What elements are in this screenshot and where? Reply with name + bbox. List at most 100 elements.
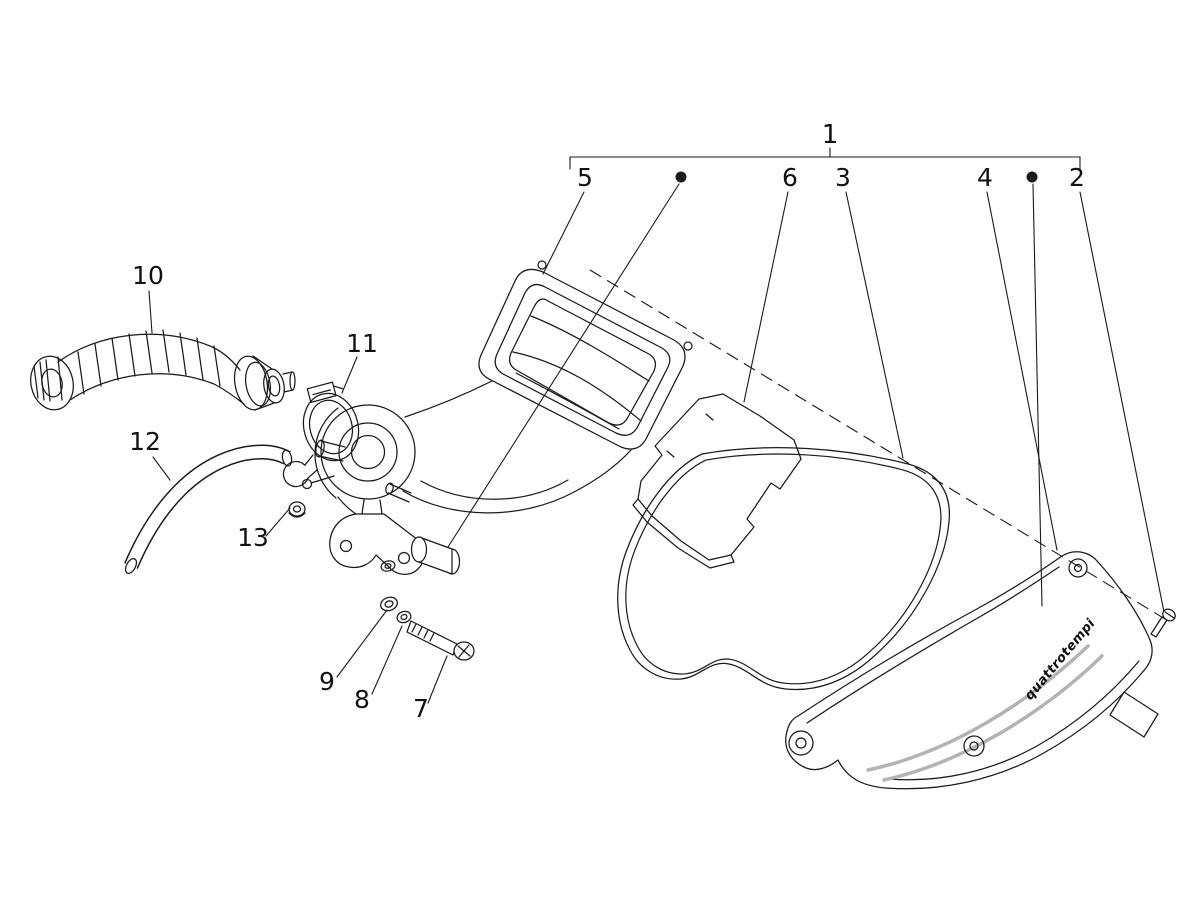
filter-outline bbox=[637, 393, 802, 561]
cover-molded-rib bbox=[866, 644, 1090, 772]
cover-boss bbox=[788, 730, 814, 756]
assembly-bullet-left bbox=[675, 171, 687, 183]
housing-ring-opening bbox=[508, 298, 657, 426]
callout-7-leader bbox=[427, 655, 448, 704]
bolt-thread bbox=[423, 629, 429, 639]
part-13-clip: 13 bbox=[237, 454, 318, 552]
hose-rib bbox=[145, 330, 153, 374]
spring-clip-tail bbox=[304, 454, 314, 466]
callout-6-label[interactable]: 6 bbox=[782, 163, 798, 192]
bolt-thread bbox=[429, 632, 435, 642]
callout-12-label[interactable]: 12 bbox=[129, 427, 161, 456]
callout-4-label[interactable]: 4 bbox=[977, 163, 993, 192]
bracket-link-line bbox=[361, 499, 365, 515]
hose-outlet-opening bbox=[267, 375, 281, 397]
callout-9-label[interactable]: 9 bbox=[319, 667, 335, 696]
inlet-snout-mid bbox=[338, 422, 398, 482]
housing-ring-outer bbox=[478, 268, 686, 450]
clamp-band-group bbox=[302, 381, 360, 462]
gasket-inner-edge bbox=[625, 453, 942, 685]
callout-11-label[interactable]: 11 bbox=[346, 329, 378, 358]
part-8-spring-washer: 8 bbox=[354, 610, 412, 714]
hose-bottom-edge bbox=[69, 373, 245, 405]
part-12-breather-hose: 12 bbox=[124, 427, 293, 574]
housing-interior-curve bbox=[512, 351, 642, 422]
callout-10-leader bbox=[148, 290, 153, 334]
callout-3-label[interactable]: 3 bbox=[835, 163, 851, 192]
callout-row: 5 6 3 4 2 bbox=[447, 163, 1165, 613]
spring-clip-tail bbox=[307, 469, 318, 479]
callout-11-leader bbox=[341, 356, 358, 394]
stud-line bbox=[387, 492, 410, 503]
housing-tab-hole bbox=[683, 341, 693, 351]
hose-collar-bottom-line bbox=[254, 402, 275, 411]
screw-shaft bbox=[1150, 616, 1168, 638]
spring-washer-outer bbox=[396, 610, 412, 624]
bolt-shaft bbox=[406, 620, 458, 656]
breather-hose-end-opening bbox=[281, 449, 293, 467]
callout-5-leader bbox=[542, 191, 585, 275]
bracket-link-line bbox=[379, 499, 383, 515]
housing-interior-curve bbox=[530, 315, 650, 382]
callout-10-label[interactable]: 10 bbox=[132, 261, 164, 290]
callout-group-1: 1 bbox=[569, 120, 1081, 170]
cover-molded-rib bbox=[882, 654, 1104, 782]
part-5-airbox-housing bbox=[301, 260, 693, 575]
bolt-thread bbox=[411, 623, 417, 633]
callout-4-leader bbox=[986, 191, 1058, 551]
hose-mesh-line bbox=[45, 359, 51, 402]
bullet-left-leader bbox=[447, 183, 680, 548]
inlet-snout-shoulder bbox=[314, 407, 339, 499]
callout-13-label[interactable]: 13 bbox=[237, 523, 269, 552]
clamp-band-inner bbox=[308, 399, 354, 455]
stud-end bbox=[385, 482, 394, 495]
hose-outlet-rim bbox=[263, 368, 285, 404]
filter-detail-tick bbox=[666, 450, 675, 458]
cover-boss-hole bbox=[1073, 563, 1083, 573]
callout-8-label[interactable]: 8 bbox=[354, 685, 370, 714]
callout-1-label[interactable]: 1 bbox=[822, 120, 839, 150]
callout-13-leader bbox=[265, 507, 291, 537]
filter-detail-tick bbox=[705, 413, 714, 421]
clamp-screw-housing bbox=[306, 381, 337, 403]
screw-head-slot bbox=[1164, 611, 1175, 619]
callout-2-leader bbox=[1079, 191, 1165, 613]
cover-top-inner-line bbox=[806, 566, 1060, 724]
housing-tab-hole bbox=[537, 260, 547, 270]
callout-5-label[interactable]: 5 bbox=[577, 163, 593, 192]
washer-outer bbox=[380, 596, 398, 612]
callout-2-label[interactable]: 2 bbox=[1069, 163, 1085, 192]
hose-rib bbox=[162, 329, 170, 373]
small-washer-hole bbox=[384, 563, 392, 569]
hose-left-flange bbox=[30, 355, 74, 411]
hose-nub-line bbox=[282, 371, 293, 375]
cover-outlet-tab bbox=[1109, 691, 1159, 738]
filter-thickness-edge bbox=[632, 498, 735, 569]
hose-rib bbox=[111, 337, 119, 381]
gasket-outer-edge bbox=[617, 447, 951, 691]
housing-interior-curve bbox=[515, 372, 620, 430]
bolt-thread bbox=[417, 626, 423, 636]
breather-hose-body bbox=[125, 445, 290, 569]
housing-ring-flange bbox=[494, 283, 671, 436]
spacer-near-end bbox=[410, 536, 428, 563]
cover-outline bbox=[785, 551, 1153, 790]
hose-collar bbox=[244, 361, 272, 407]
mounting-bracket bbox=[329, 513, 425, 575]
grommet-hole bbox=[292, 505, 302, 513]
breather-stub-end bbox=[315, 439, 325, 458]
part-2-cover-screw bbox=[1150, 608, 1176, 638]
housing-bottom-inner bbox=[420, 479, 569, 500]
bolt-head-cross bbox=[458, 644, 470, 658]
cover-boss bbox=[963, 735, 985, 757]
hose-nub-line bbox=[283, 389, 294, 393]
callout-12-leader bbox=[152, 456, 171, 481]
breather-stub-line bbox=[320, 440, 346, 448]
cover-boss-hole bbox=[969, 741, 979, 751]
hose-rib bbox=[128, 333, 136, 377]
inlet-snout-opening bbox=[350, 434, 386, 470]
callout-7-label[interactable]: 7 bbox=[413, 694, 429, 723]
bracket-hole bbox=[339, 539, 353, 553]
